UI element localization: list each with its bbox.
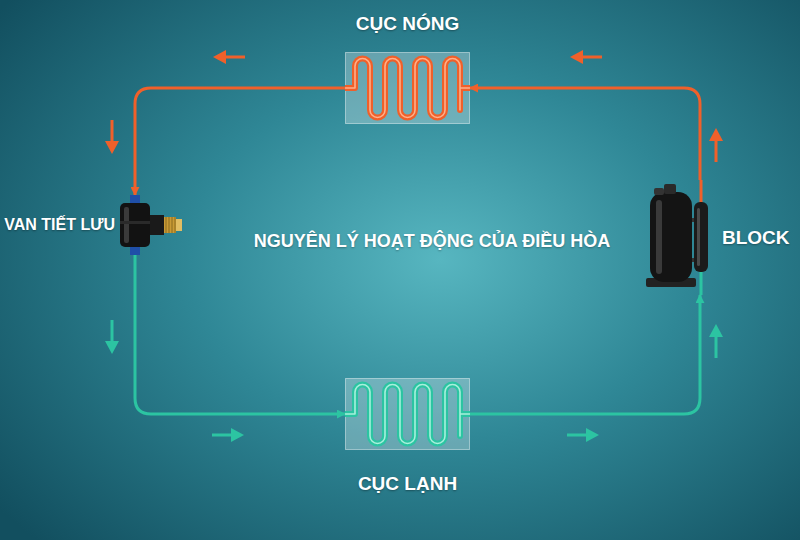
node-label: BLOCK [722, 227, 790, 248]
refrigerant-pipe [470, 295, 700, 414]
coil-tube [345, 59, 470, 118]
expansion-valve: VAN TIẾT LƯU [112, 195, 184, 255]
condenser-unit: CỤC NÓNG [345, 52, 470, 124]
flow-arrows-hot [105, 50, 723, 162]
compressor-body [646, 180, 708, 295]
evaporator-unit: CỤC LẠNH [345, 378, 470, 450]
compressor-graphic [642, 180, 712, 295]
coil-panel [346, 379, 470, 450]
refrigerant-pipe [470, 88, 700, 180]
node-label: CỤC NÓNG [356, 14, 459, 35]
coil-tube [345, 385, 470, 444]
node-label: VAN TIẾT LƯU [4, 216, 115, 234]
valve-body [120, 195, 182, 255]
compressor: BLOCK [642, 180, 712, 295]
coil-panel [346, 53, 470, 124]
refrigerant-pipe [135, 255, 345, 414]
condenser-unit-graphic [345, 52, 470, 124]
diagram-title: NGUYÊN LÝ HOẠT ĐỘNG CỦA ĐIỀU HÒA [254, 231, 610, 252]
refrigerant-pipe [135, 88, 345, 195]
expansion-valve-graphic [112, 195, 184, 255]
coil-tube-highlight [345, 385, 470, 444]
evaporator-unit-graphic [345, 378, 470, 450]
coil-tube-highlight [345, 59, 470, 118]
node-label: CỤC LẠNH [358, 474, 457, 495]
